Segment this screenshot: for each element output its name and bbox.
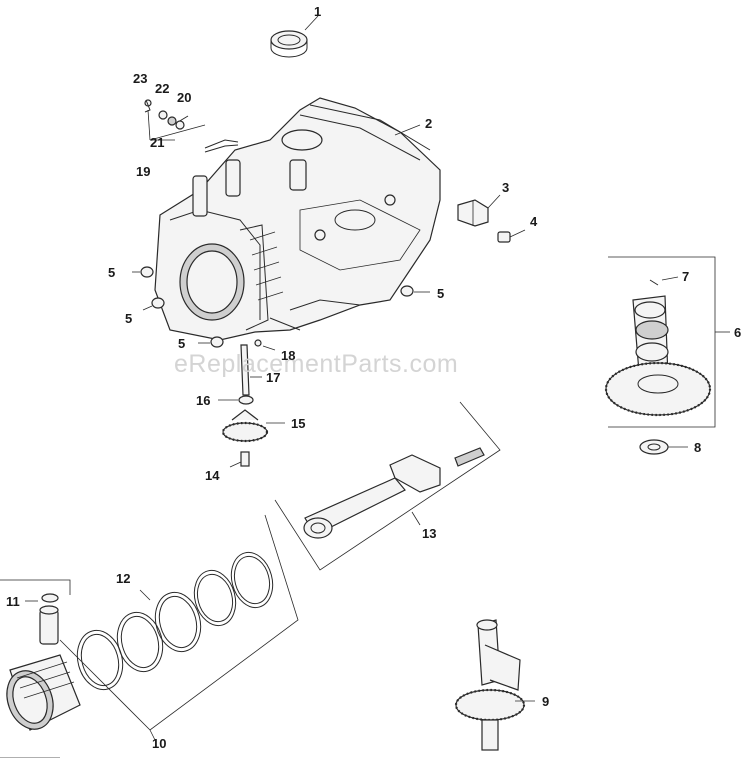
watermark: eReplacementParts.com [174, 350, 459, 378]
part-4-bolt [497, 229, 526, 243]
callout-18: 18 [281, 348, 296, 363]
part-10-piston-group [0, 579, 81, 758]
callout-22: 22 [155, 81, 170, 96]
callout-6: 6 [734, 325, 742, 340]
callout-10: 10 [152, 736, 167, 751]
callout-21: 21 [150, 135, 165, 150]
callout-17: 17 [266, 370, 281, 385]
part-14-18-governor-group [218, 339, 285, 468]
callout-5-upper-left: 5 [108, 265, 116, 280]
callout-23: 23 [133, 71, 148, 86]
callout-13: 13 [422, 526, 437, 541]
callout-20: 20 [177, 90, 192, 105]
part-2-crankcase [154, 97, 441, 341]
callout-15: 15 [291, 416, 306, 431]
callout-2: 2 [425, 116, 433, 131]
callout-7: 7 [682, 269, 690, 284]
callout-11: 11 [6, 594, 20, 609]
callout-4: 4 [530, 214, 538, 229]
callout-9: 9 [542, 694, 550, 709]
callout-8: 8 [694, 440, 702, 455]
part-13-connecting-rod [274, 401, 501, 571]
callout-1: 1 [314, 4, 322, 19]
part-5-plugs [132, 266, 430, 348]
part-1-seal [270, 15, 319, 58]
callout-5-right: 5 [437, 286, 445, 301]
part-9-crankshaft [454, 619, 535, 751]
callout-14: 14 [205, 468, 220, 483]
part-8-washer [639, 439, 688, 455]
part-6-camshaft-assembly [604, 256, 730, 428]
callout-19: 19 [136, 164, 151, 179]
callout-12: 12 [116, 571, 131, 586]
part-3-bracket [457, 194, 501, 227]
callout-16: 16 [196, 393, 211, 408]
part-19-dipstick-group [144, 99, 206, 141]
callout-5-lower-left: 5 [125, 311, 133, 326]
part-12-piston-rings [59, 514, 299, 741]
callout-5-bottom: 5 [178, 336, 186, 351]
callout-3: 3 [502, 180, 510, 195]
